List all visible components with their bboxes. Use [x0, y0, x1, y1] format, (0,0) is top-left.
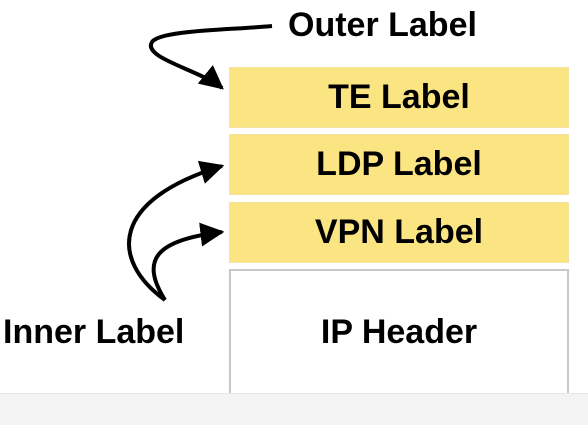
vpn-label-box: VPN Label: [229, 202, 569, 263]
inner-to-ldp-arrow: [127, 160, 225, 302]
ldp-label-text: LDP Label: [316, 145, 482, 183]
inner-label-caption: Inner Label: [3, 313, 185, 351]
ip-header-text: IP Header: [320, 312, 478, 351]
ldp-label-box: LDP Label: [229, 134, 569, 195]
outer-label-arrow: [148, 24, 273, 90]
outer-label-caption: Outer Label: [288, 6, 477, 44]
te-label-text: TE Label: [328, 78, 470, 116]
te-label-box: TE Label: [229, 67, 569, 128]
bottom-band: [0, 393, 588, 425]
inner-to-vpn-arrow: [151, 222, 225, 302]
ip-header-box: IP Header: [229, 269, 569, 395]
vpn-label-text: VPN Label: [314, 213, 484, 251]
